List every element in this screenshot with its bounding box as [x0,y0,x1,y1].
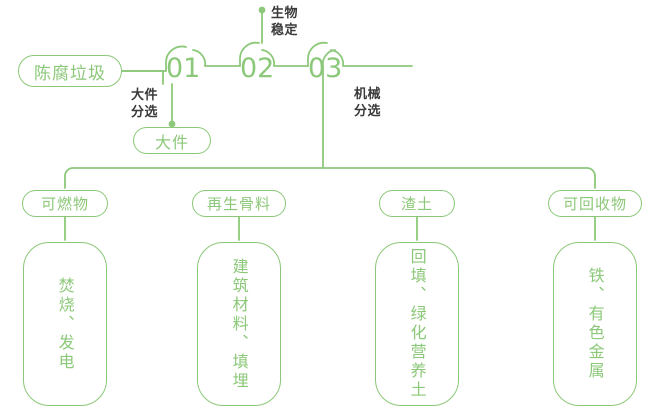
node-output-combustible-label: 可燃物 [40,195,89,213]
node-output-aggregate[interactable]: 再生骨料 [192,190,286,217]
step-label-bio-stabilization: 生物 稳定 [271,6,299,38]
box-use-recyclable[interactable]: 铁、有色金属 [553,242,637,406]
node-bulky-output[interactable]: 大件 [133,127,211,154]
step-number-02-label: 02 [240,53,275,84]
step-label-mechanical-sorting: 机械 分选 [354,87,382,119]
step-number-01[interactable]: 01 [166,55,200,82]
endpoint-dot-biostable [258,6,266,14]
node-output-slag-label: 渣土 [400,195,433,213]
box-use-aggregate-text: 建筑材料、填埋 [229,257,249,391]
step-number-03[interactable]: 03 [308,55,342,82]
box-use-slag[interactable]: 回填、绿化营养土 [375,242,459,406]
node-output-slag[interactable]: 渣土 [379,190,455,217]
node-bulky-output-label: 大件 [154,132,189,152]
box-use-aggregate[interactable]: 建筑材料、填埋 [197,242,281,406]
box-use-recyclable-text: 铁、有色金属 [585,267,605,381]
step-number-01-label: 01 [166,53,201,84]
node-output-recyclable[interactable]: 可回收物 [548,190,642,217]
box-use-combustible-text: 焚烧、发电 [55,276,75,372]
node-output-recyclable-label: 可回收物 [562,195,627,213]
step-label-bulky-sorting: 大件 分选 [131,88,159,120]
box-use-slag-text: 回填、绿化营养土 [407,248,427,400]
node-output-aggregate-label: 再生骨料 [206,195,271,213]
step-number-03-label: 03 [308,53,343,84]
node-source-waste[interactable]: 陈腐垃圾 [18,55,122,87]
node-source-waste-label: 陈腐垃圾 [34,63,106,84]
box-use-combustible[interactable]: 焚烧、发电 [23,242,107,406]
node-output-combustible[interactable]: 可燃物 [22,190,108,217]
step-number-02[interactable]: 02 [240,55,274,82]
